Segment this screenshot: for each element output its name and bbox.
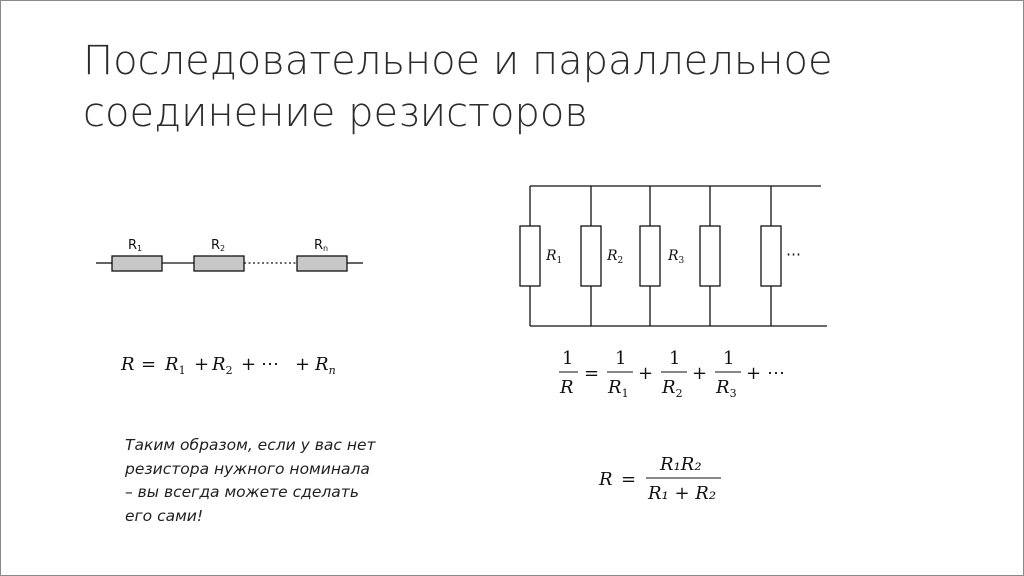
two-resistor-formula: R = R₁R₂ R₁ + R₂ <box>598 454 721 504</box>
series-formula-term-1: R1 <box>164 354 186 377</box>
title-line-1: Последовательное и параллельное <box>83 38 833 84</box>
series-label-rn: Rn <box>314 238 328 253</box>
parallel-circuit <box>519 185 827 327</box>
two-resistor-formula-lhs: R <box>598 469 613 490</box>
slide-title: Последовательное и параллельное соединен… <box>83 35 943 139</box>
parallel-formula-plus-3: + <box>746 363 761 384</box>
series-formula: R = R1 + R2 + ⋯ + Rn <box>120 354 336 377</box>
series-formula-lhs: R <box>120 354 135 375</box>
parallel-label-r3: R3 <box>667 248 685 266</box>
parallel-label-r1: R1 <box>545 248 562 266</box>
parallel-formula: 1 R = 1 R1 + 1 R2 + 1 R3 + ⋯ <box>559 348 785 400</box>
parallel-formula-plus-2: + <box>692 363 707 384</box>
series-circuit <box>96 255 363 272</box>
parallel-formula-num-2: 1 <box>669 348 680 369</box>
series-formula-equals: = <box>141 354 156 375</box>
title-line-2: соединение резисторов <box>83 90 588 136</box>
two-resistor-formula-numerator: R₁R₂ <box>659 454 702 475</box>
series-formula-ellipsis: ⋯ <box>261 354 279 375</box>
parallel-ellipsis: ⋯ <box>786 245 801 263</box>
series-resistor-n <box>296 255 348 272</box>
parallel-resistor-4 <box>699 225 721 287</box>
parallel-formula-lhs-num: 1 <box>562 348 573 369</box>
two-resistor-formula-equals: = <box>621 469 636 490</box>
two-resistor-formula-denominator: R₁ + R₂ <box>647 483 716 504</box>
series-formula-plus-3: + <box>295 354 310 375</box>
parallel-resistor-3 <box>639 225 661 287</box>
note-line-1: Таким образом, если у вас нет <box>125 436 376 454</box>
parallel-formula-plus-1: + <box>638 363 653 384</box>
series-formula-term-n: Rn <box>314 354 336 377</box>
parallel-formula-num-3: 1 <box>723 348 734 369</box>
series-label-r2: R2 <box>211 238 225 253</box>
parallel-formula-lhs-den: R <box>559 377 574 398</box>
note-line-2: резистора нужного номинала <box>125 459 370 478</box>
series-formula-term-2: R2 <box>211 354 233 377</box>
parallel-formula-den-1: R1 <box>607 377 629 400</box>
note-text: Таким образом, если у вас нет резистора … <box>125 434 405 528</box>
note-line-3: – вы всегда можете сделать <box>125 483 359 501</box>
series-formula-plus-2: + <box>241 354 256 375</box>
parallel-labels: R1 R2 R3 ⋯ <box>545 245 801 266</box>
parallel-formula-ellipsis: ⋯ <box>767 363 785 384</box>
parallel-formula-equals: = <box>584 363 599 384</box>
series-resistor-1 <box>111 255 163 272</box>
parallel-resistor-1 <box>519 225 541 287</box>
parallel-resistor-5 <box>760 225 782 287</box>
parallel-label-r2: R2 <box>606 248 623 266</box>
series-labels: R1 R2 Rn <box>128 238 328 253</box>
note-line-4: его сами! <box>125 506 204 525</box>
parallel-formula-num-1: 1 <box>615 348 626 369</box>
series-formula-plus-1: + <box>194 354 209 375</box>
series-resistor-2 <box>193 255 245 272</box>
parallel-formula-den-3: R3 <box>715 377 737 400</box>
parallel-resistor-2 <box>580 225 602 287</box>
parallel-formula-den-2: R2 <box>661 377 683 400</box>
series-label-r1: R1 <box>128 238 142 253</box>
